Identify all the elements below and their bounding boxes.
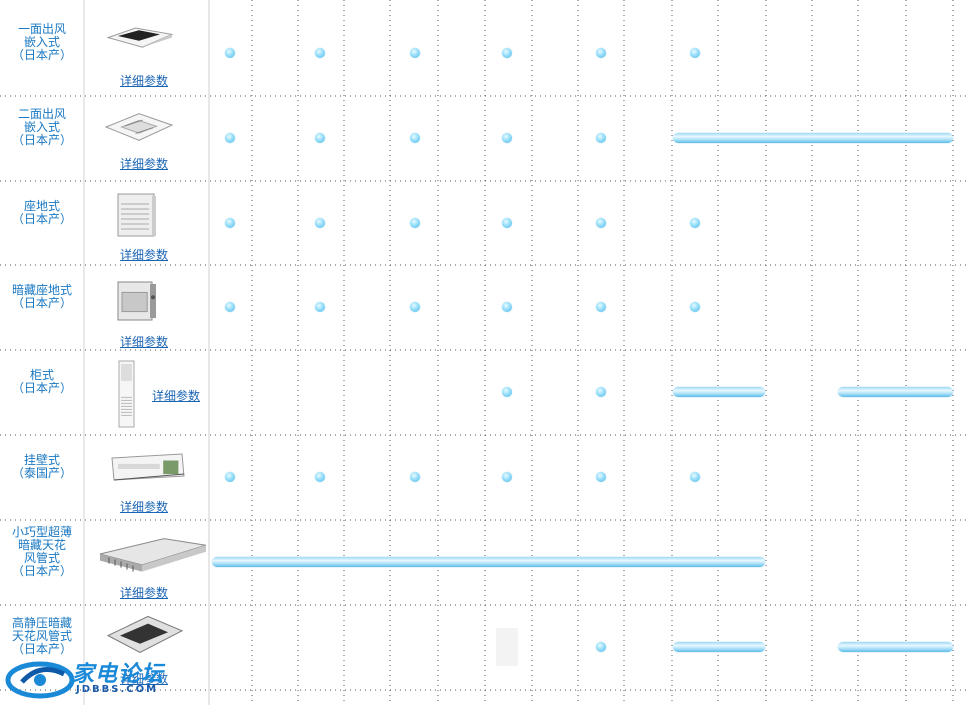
availability-dot	[410, 132, 420, 143]
two-way-cassette-unit-icon	[104, 113, 174, 141]
slim-duct-unit-icon	[99, 538, 207, 572]
availability-dot	[502, 217, 512, 228]
availability-dot	[502, 301, 512, 312]
unit-name-line: （日本产）	[11, 48, 72, 62]
unit-name-text: 二面出风嵌入式（日本产）	[12, 108, 72, 147]
watermark-brand: 家电论坛	[72, 662, 165, 687]
unit-name-text: 小巧型超薄暗藏天花风管式（日本产）	[11, 524, 72, 578]
detail-params-link[interactable]: 详细参数	[120, 248, 169, 262]
placeholder-cell	[496, 628, 518, 666]
unit-name-line: 二面出风	[17, 107, 66, 121]
detail-params-link[interactable]: 详细参数	[152, 389, 201, 403]
detail-params-link[interactable]: 详细参数	[120, 672, 169, 686]
unit-name-line: 嵌入式	[23, 120, 60, 134]
watermark-site: JDBBS.COM	[76, 684, 159, 695]
availability-dot	[315, 47, 325, 58]
detail-params-link[interactable]: 详细参数	[120, 74, 169, 88]
availability-dot	[410, 301, 420, 312]
availability-dot	[225, 301, 235, 312]
concealed-floor-unit-icon	[117, 281, 156, 321]
unit-name-line: 暗藏座地式	[11, 282, 72, 297]
availability-dot	[315, 132, 325, 143]
unit-name-line: （日本产）	[11, 211, 72, 226]
availability-dot	[596, 471, 606, 482]
availability-dot	[315, 217, 325, 228]
availability-dot	[690, 217, 700, 228]
unit-name-line: （日本产）	[11, 642, 72, 656]
availability-dot	[410, 217, 420, 228]
availability-dot	[410, 471, 420, 482]
availability-bar	[673, 641, 765, 652]
detail-params-link[interactable]: 详细参数	[120, 335, 169, 349]
unit-name-line: 一面出风	[17, 22, 66, 36]
unit-name-floor-standing: 座地式（日本产）	[0, 170, 84, 255]
unit-name-text: 座地式（日本产）	[11, 198, 72, 226]
availability-dot	[410, 47, 420, 58]
unit-name-line: 柜式	[29, 367, 54, 382]
unit-name-two-way-cassette: 二面出风嵌入式（日本产）	[0, 85, 84, 170]
site-logo-icon	[5, 661, 75, 699]
availability-dot	[596, 386, 606, 397]
cabinet-unit-icon	[118, 360, 135, 428]
unit-name-line: 暗藏天花	[17, 537, 66, 552]
unit-name-line: 挂壁式	[23, 452, 60, 467]
unit-name-line: （日本产）	[11, 563, 72, 578]
unit-name-slim-duct: 小巧型超薄暗藏天花风管式（日本产）	[0, 509, 84, 594]
availability-dot	[596, 47, 606, 58]
availability-dot	[502, 132, 512, 143]
unit-name-concealed-floor: 暗藏座地式（日本产）	[0, 254, 84, 339]
availability-bar	[838, 641, 953, 652]
availability-dot	[315, 471, 325, 482]
detail-params-link[interactable]: 详细参数	[120, 500, 169, 514]
unit-name-text: 柜式（日本产）	[11, 367, 72, 395]
availability-dot	[596, 641, 606, 652]
availability-bar	[838, 386, 953, 397]
unit-name-line: 高静压暗藏	[11, 616, 72, 630]
detail-params-link[interactable]: 详细参数	[120, 586, 169, 600]
unit-name-line: （泰国产）	[11, 465, 72, 480]
availability-dot	[690, 47, 700, 58]
availability-dot	[315, 301, 325, 312]
availability-dot	[225, 471, 235, 482]
unit-name-line: （日本产）	[11, 133, 72, 147]
availability-dot	[596, 217, 606, 228]
unit-name-text: 高静压暗藏天花风管式（日本产）	[12, 617, 72, 656]
unit-name-line: （日本产）	[11, 295, 72, 310]
high-static-duct-unit-icon	[106, 615, 184, 653]
availability-dot	[596, 132, 606, 143]
unit-name-text: 挂壁式（泰国产）	[11, 452, 72, 480]
wall-mounted-unit-icon	[111, 453, 185, 481]
availability-dot	[690, 301, 700, 312]
availability-dot	[690, 471, 700, 482]
unit-name-high-static-duct: 高静压暗藏天花风管式（日本产）	[0, 594, 84, 679]
availability-dot	[502, 471, 512, 482]
unit-name-line: 小巧型超薄	[11, 524, 72, 539]
unit-name-line: 座地式	[23, 198, 60, 213]
unit-name-cabinet: 柜式（日本产）	[0, 339, 84, 424]
unit-name-one-way-cassette: 一面出风嵌入式（日本产）	[0, 0, 84, 85]
availability-bar	[212, 556, 765, 567]
availability-dot	[502, 386, 512, 397]
unit-name-wall-mounted: 挂壁式（泰国产）	[0, 424, 84, 509]
unit-name-line: （日本产）	[11, 380, 72, 395]
unit-name-text: 一面出风嵌入式（日本产）	[12, 23, 72, 62]
availability-bar	[673, 132, 953, 143]
availability-dot	[502, 47, 512, 58]
availability-dot	[225, 47, 235, 58]
floor-standing-unit-icon	[117, 193, 156, 237]
availability-dot	[225, 217, 235, 228]
unit-name-text: 暗藏座地式（日本产）	[11, 282, 72, 310]
unit-name-line: 天花风管式	[11, 629, 72, 643]
availability-dot	[225, 132, 235, 143]
unit-name-line: 风管式	[23, 550, 60, 565]
one-way-cassette-unit-icon	[106, 27, 174, 48]
availability-dot	[596, 301, 606, 312]
availability-bar	[673, 386, 765, 397]
detail-params-link[interactable]: 详细参数	[120, 157, 169, 171]
unit-name-line: 嵌入式	[23, 35, 60, 49]
